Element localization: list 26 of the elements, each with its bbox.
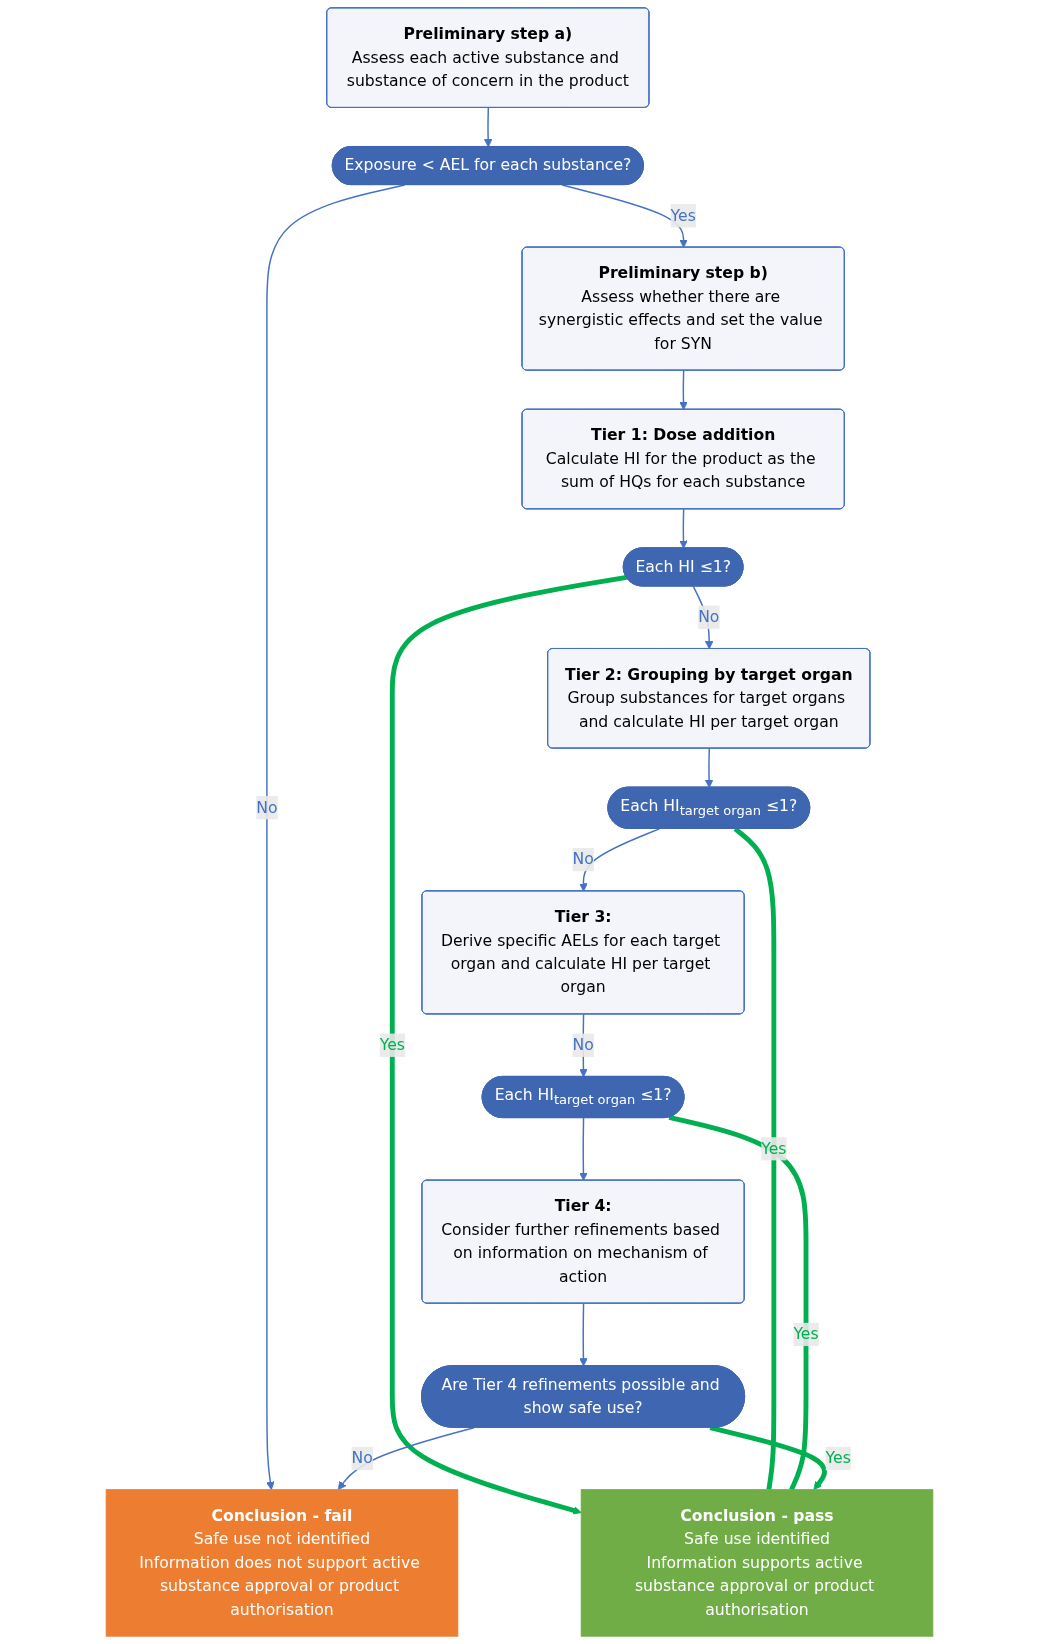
arrow: [337, 1426, 475, 1491]
edge-label: Yes: [379, 1035, 405, 1054]
arrow: [704, 747, 714, 789]
edge-label: No: [572, 1035, 594, 1054]
edge-label: No: [698, 607, 720, 627]
edge-label: No: [351, 1448, 373, 1468]
edge-label: Yes: [825, 1448, 851, 1468]
arrow: [579, 828, 661, 892]
arrow: [579, 1117, 588, 1181]
edge-label: No: [572, 849, 594, 869]
arrow: [389, 574, 627, 1515]
edge-label: Yes: [761, 1139, 787, 1158]
node-box: Conclusion - pass Safe use identified Information supports active substance approval or product authorisation: [580, 1489, 934, 1637]
edge-label: No: [256, 797, 278, 817]
node-box: Conclusion - fail Safe use not identified Information does not support active substance approval or product authorisation: [105, 1489, 459, 1637]
arrow: [679, 508, 688, 549]
arrow: [709, 1425, 827, 1491]
edge-label: Yes: [670, 206, 696, 225]
arrow: [561, 184, 688, 248]
arrow: [579, 1013, 588, 1078]
arrow: [483, 107, 493, 148]
connector: [668, 1115, 809, 1491]
arrow: [679, 369, 688, 411]
arrow: [579, 1302, 588, 1367]
arrow: [266, 184, 406, 1491]
edge-label: Yes: [793, 1324, 819, 1344]
